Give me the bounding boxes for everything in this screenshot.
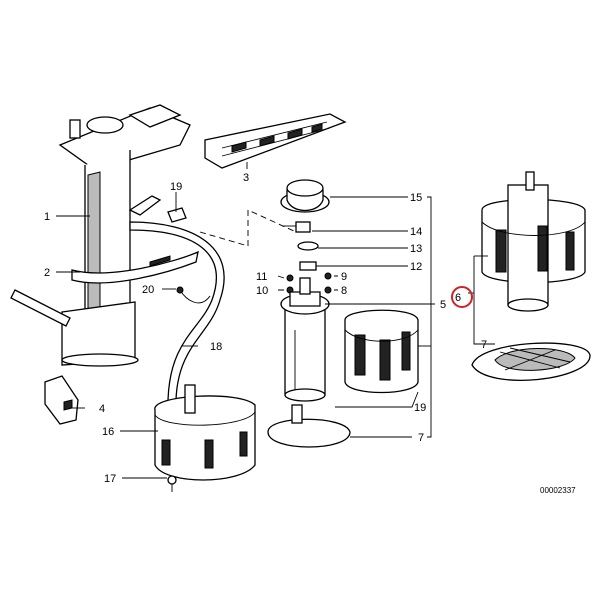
- part-6-pump-assembly: [481, 171, 586, 312]
- diagram-code: 00002337: [540, 486, 576, 495]
- part-2-seal-ring: [71, 250, 199, 284]
- part-16-reservoir: [154, 384, 256, 481]
- part-19-strainer-cage: [344, 309, 419, 394]
- callout-7-lower: 7: [418, 432, 424, 444]
- callout-10: 10: [256, 285, 268, 297]
- callout-4: 4: [99, 403, 105, 415]
- part-7-filter-right: [471, 342, 591, 381]
- callout-7-right: 7: [481, 339, 487, 351]
- part-7-filter-disc: [267, 404, 351, 448]
- assembly-dashed-line: [199, 209, 297, 247]
- part-15-cap: [280, 179, 330, 213]
- parts-8-to-11-nuts: [286, 272, 332, 294]
- callout-11: 11: [256, 271, 267, 283]
- callout-5: 5: [440, 299, 446, 311]
- part-17-screw: [167, 475, 177, 492]
- part-3-gasket: [204, 113, 347, 169]
- part-19-clip-top: [167, 207, 187, 223]
- callout-18: 18: [210, 341, 222, 353]
- callout-6: 6: [455, 292, 461, 304]
- callout-19-top: 19: [170, 181, 182, 193]
- part-5-fuel-pump: [280, 277, 330, 402]
- part-18-hose: [129, 221, 225, 421]
- part-14-insulator: [282, 221, 311, 233]
- leader-lines: [56, 162, 495, 479]
- part-13-washer: [297, 241, 319, 251]
- callout-17: 17: [104, 473, 116, 485]
- callout-3: 3: [243, 172, 249, 184]
- callout-labels: 1 2 3 4 5 6 7 7 8 9 10 11 12 13 14 15 16…: [44, 172, 487, 485]
- callout-19-lower: 19: [414, 402, 426, 414]
- callout-14: 14: [410, 226, 422, 238]
- callout-13: 13: [410, 243, 422, 255]
- callout-15: 15: [410, 192, 422, 204]
- part-4-bracket: [44, 375, 79, 425]
- callout-20: 20: [142, 284, 154, 296]
- part-20-wire: [176, 286, 211, 304]
- callout-8: 8: [341, 285, 347, 297]
- callout-9: 9: [341, 271, 347, 283]
- part-1-sending-unit: [10, 104, 191, 367]
- callout-16: 16: [102, 426, 114, 438]
- callout-2: 2: [44, 267, 50, 279]
- callout-1: 1: [44, 211, 50, 223]
- part-12-connector: [299, 261, 317, 271]
- callout-6-highlight-ring: [451, 286, 473, 308]
- callout-12: 12: [410, 261, 422, 273]
